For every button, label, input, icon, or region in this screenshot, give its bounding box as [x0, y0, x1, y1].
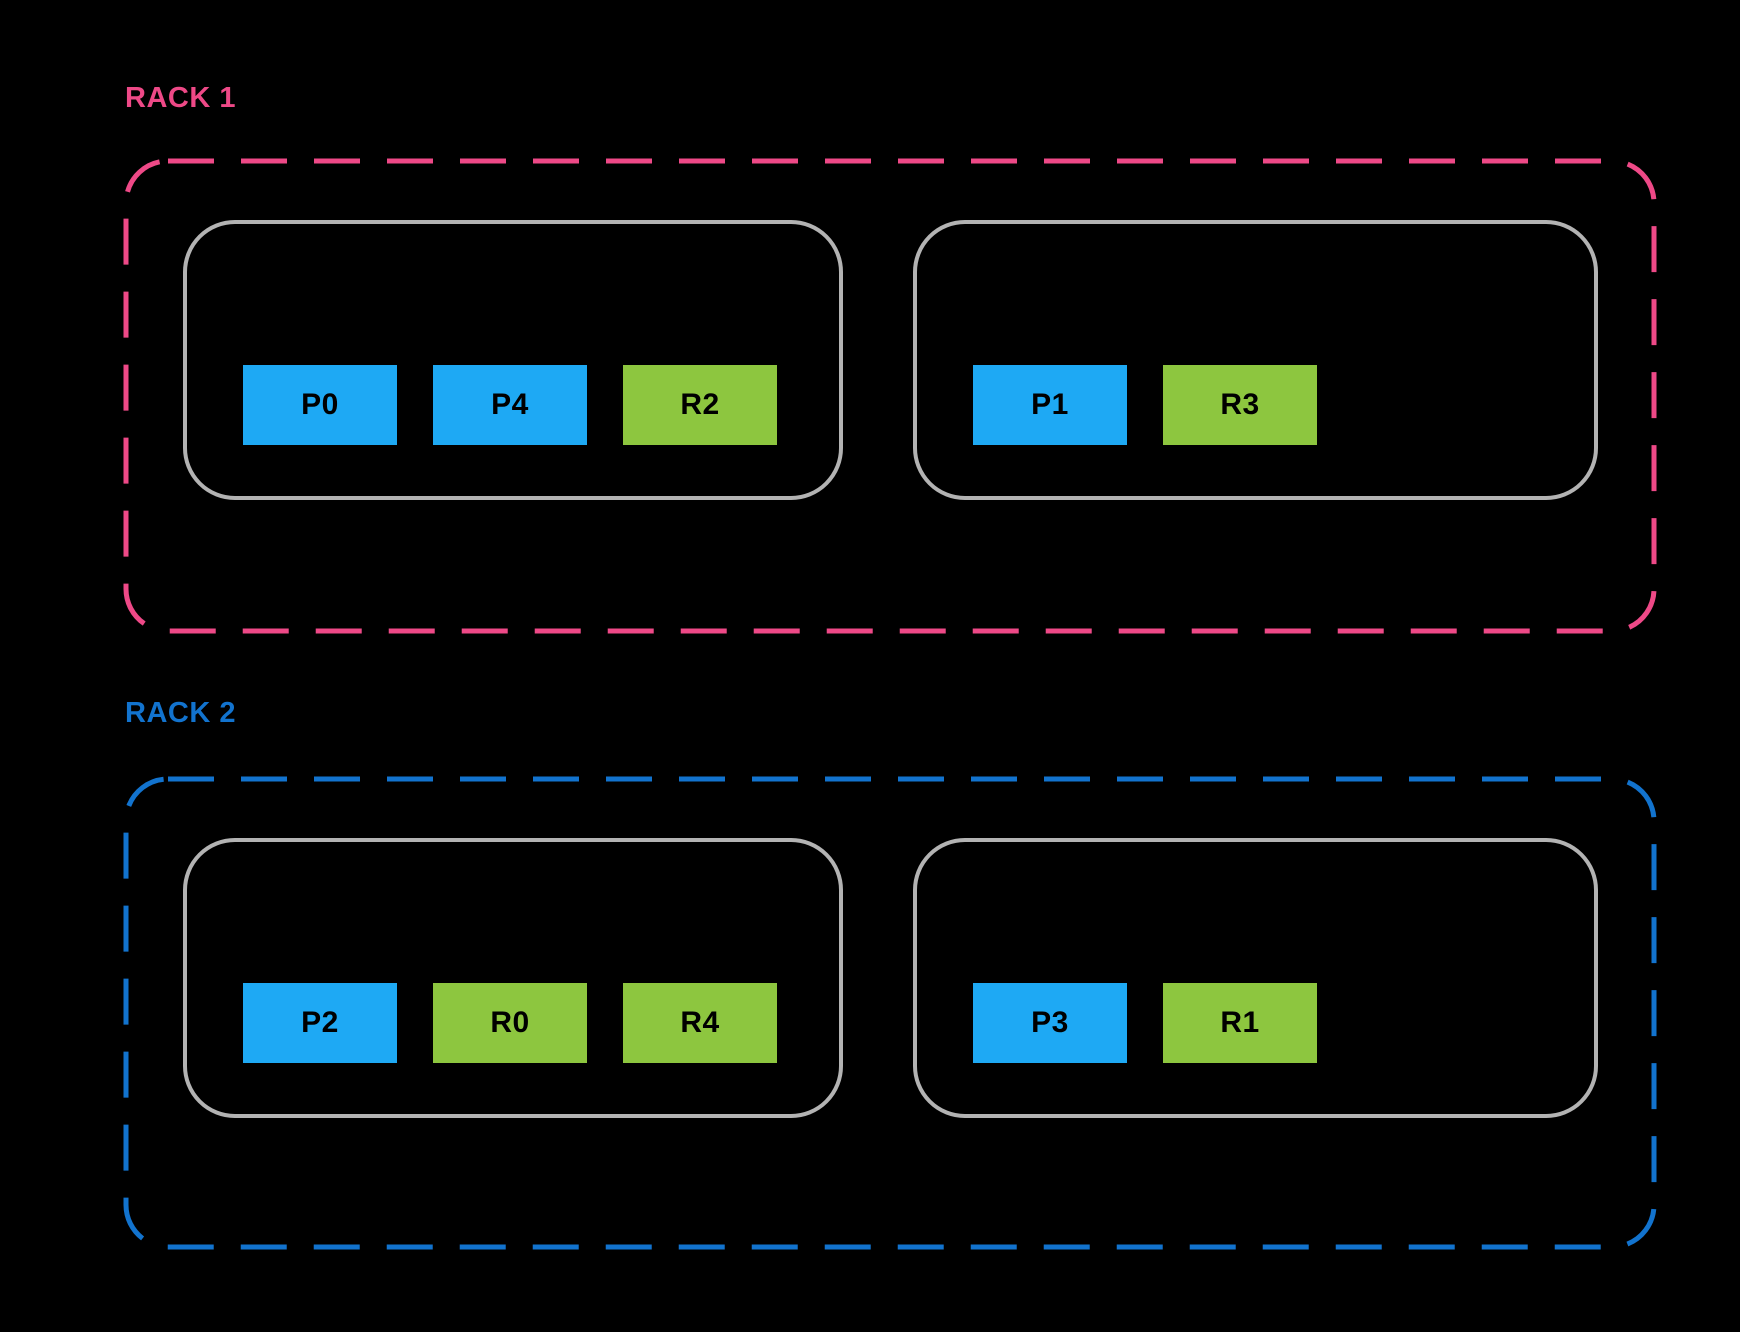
rack1-dashed-border	[123, 158, 1657, 634]
rack2-node2: P3 R1	[913, 838, 1598, 1118]
chip-r0: R0	[433, 983, 587, 1063]
rack2-dashed-border	[123, 776, 1657, 1250]
rack1-node2-chips: P1 R3	[973, 365, 1317, 445]
chip-r4: R4	[623, 983, 777, 1063]
chip-p1: P1	[973, 365, 1127, 445]
rack2-node1-chips: P2 R0 R4	[243, 983, 777, 1063]
rack1-node1-chips: P0 P4 R2	[243, 365, 777, 445]
chip-r1: R1	[1163, 983, 1317, 1063]
rack2-node2-chips: P3 R1	[973, 983, 1317, 1063]
chip-p3: P3	[973, 983, 1127, 1063]
rack2-container: P2 R0 R4 P3 R1	[123, 776, 1657, 1250]
chip-p0: P0	[243, 365, 397, 445]
chip-p2: P2	[243, 983, 397, 1063]
rack2-node1: P2 R0 R4	[183, 838, 843, 1118]
rack1-node1: P0 P4 R2	[183, 220, 843, 500]
rack2-label: RACK 2	[125, 697, 236, 729]
rack1-nodes-row: P0 P4 R2 P1 R3	[183, 220, 1598, 500]
rack1-container: P0 P4 R2 P1 R3	[123, 158, 1657, 634]
rack1-node2: P1 R3	[913, 220, 1598, 500]
chip-r2: R2	[623, 365, 777, 445]
chip-r3: R3	[1163, 365, 1317, 445]
rack1-label: RACK 1	[125, 82, 236, 114]
chip-p4: P4	[433, 365, 587, 445]
rack2-nodes-row: P2 R0 R4 P3 R1	[183, 838, 1598, 1118]
